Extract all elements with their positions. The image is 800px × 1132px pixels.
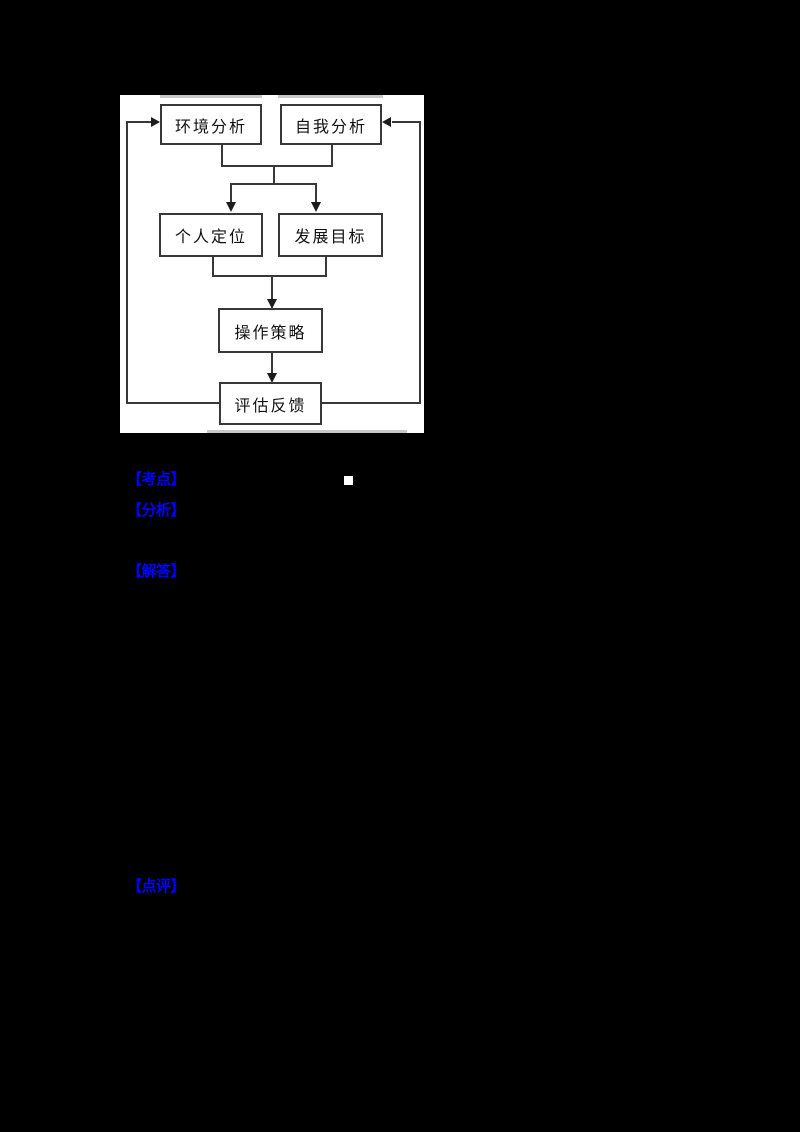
section-label-dianping: 【点评】 (127, 877, 186, 895)
arrowhead-right-into-env-icon (151, 117, 160, 127)
connector-merge-top (221, 165, 333, 167)
section-label-jieda: 【解答】 (127, 562, 186, 580)
connector-feedback-into-env (126, 121, 151, 123)
flowchart-node-evaluation-feedback: 评估反馈 (219, 382, 322, 425)
connector-center-down-1 (273, 165, 275, 185)
arrowhead-left-into-self-icon (382, 117, 391, 127)
connector-goal-down (325, 257, 327, 277)
arrowhead-down-into-position-icon (226, 202, 236, 212)
node-label: 发展目标 (294, 227, 367, 246)
scan-artifact (278, 95, 383, 98)
scan-artifact (207, 430, 407, 433)
flowchart-node-development-goal: 发展目标 (278, 213, 383, 257)
node-label: 自我分析 (294, 116, 367, 136)
white-square-marker (344, 476, 353, 485)
connector-feedback-into-self (392, 121, 421, 123)
connector-into-strategy (271, 275, 273, 300)
connector-merge-mid (212, 275, 327, 277)
node-label: 操作策略 (234, 322, 307, 342)
flowchart-node-operation-strategy: 操作策略 (218, 308, 323, 353)
flowchart-node-self-analysis: 自我分析 (280, 104, 382, 145)
arrowhead-down-into-goal-icon (311, 202, 321, 212)
node-label: 评估反馈 (234, 395, 307, 415)
connector-split (230, 183, 317, 185)
connector-into-evaluation (271, 353, 273, 374)
connector-into-goal (315, 183, 317, 203)
arrowhead-down-into-evaluation-icon (267, 373, 277, 383)
connector-into-position (230, 183, 232, 203)
connector-env-down (221, 145, 223, 167)
connector-feedback-bottom-right (322, 402, 421, 404)
flowchart-node-personal-positioning: 个人定位 (159, 213, 263, 257)
arrowhead-down-into-strategy-icon (267, 299, 277, 309)
flowchart-node-environment-analysis: 环境分析 (160, 104, 262, 145)
connector-self-down (331, 145, 333, 167)
connector-feedback-bottom-left (126, 402, 219, 404)
node-label: 个人定位 (174, 227, 247, 246)
scan-artifact (160, 95, 262, 98)
flowchart-figure: 环境分析 自我分析 个人定位 发展目标 操作策略 评估反馈 (120, 95, 424, 433)
node-label: 环境分析 (174, 116, 247, 136)
section-label-fenxi: 【分析】 (127, 501, 186, 519)
connector-position-down (212, 257, 214, 277)
section-label-kaodian: 【考点】 (127, 470, 186, 488)
connector-feedback-right-vertical (419, 121, 421, 404)
connector-feedback-left-vertical (126, 121, 128, 404)
